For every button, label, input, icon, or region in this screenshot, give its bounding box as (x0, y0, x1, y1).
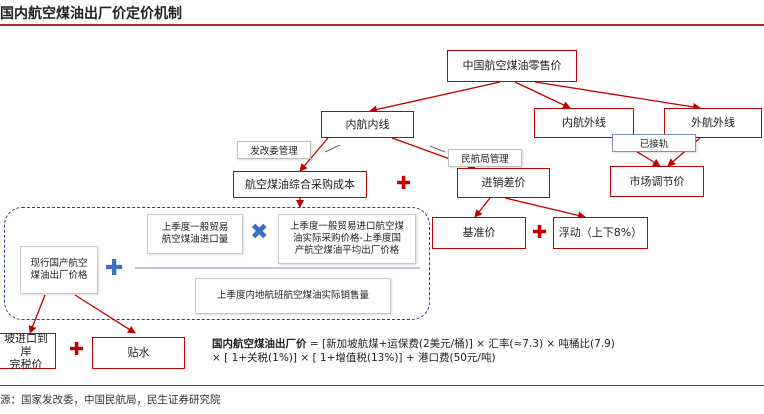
red-plus-icon: ✚ (396, 173, 412, 194)
page-title: 国内航空煤油出厂价定价机制 (0, 6, 182, 22)
node-float: 浮动（上下8%） (553, 217, 648, 249)
cost-formula-region (4, 207, 430, 320)
node-domestic-intl: 内航外线 (534, 108, 634, 138)
formula-label: 国内航空煤油出厂价 (212, 338, 307, 350)
formula-line-1: = [新加坡航煤+运保费(2美元/桶)] × 汇率(≈7.3) × 吨桶比(7.… (306, 338, 615, 350)
tag-ndrc: 发改委管理 (237, 141, 311, 159)
node-purchase-cost: 航空煤油综合采购成本 (233, 171, 367, 198)
tag-linked: 已接轨 (612, 134, 696, 152)
node-retail-price: 中国航空煤油零售价 (447, 50, 577, 82)
edge-ndrc-tag (324, 144, 341, 153)
edge-domestic-cost (299, 137, 329, 172)
blue-times-icon: ✖ (250, 220, 269, 245)
blue-plus-icon: ✚ (105, 256, 124, 281)
node-import-landed-price: 坡进口到岸 完税价 (0, 332, 56, 371)
edge-caac-tag (429, 145, 446, 153)
formula-line-2: × [ 1+关税(1%)] × [ 1+增值税(13%)] + 港口费(50元/… (212, 352, 496, 364)
node-market-price: 市场调节价 (610, 166, 704, 197)
edge-factory-subsidy (74, 294, 136, 334)
edge-diff-float (504, 197, 586, 220)
inner-last-quarter-import-volume: 上季度一般贸易 航空煤油进口量 (147, 214, 243, 254)
tag-caac: 民航局管理 (448, 149, 522, 167)
edge-diff-base (474, 197, 491, 218)
inner-last-quarter-price-diff: 上季度一般贸易进口航空煤 油实际采购价格-上季度国 产航空煤油平均出厂价格 (278, 214, 416, 264)
source-rule (0, 385, 764, 386)
edge-retail-domestic-intl (514, 81, 571, 109)
edge-retail-foreign-intl (534, 81, 701, 111)
edge-factory-import (28, 294, 46, 334)
red-plus-icon-3: ✚ (69, 339, 85, 360)
node-subsidy: 贴水 (92, 337, 185, 369)
node-sales-diff: 进销差价 (457, 168, 550, 198)
node-foreign-intl: 外航外线 (664, 108, 762, 138)
inner-last-quarter-sales-volume: 上季度内地航班航空煤油实际销售量 (195, 278, 391, 314)
node-base-price: 基准价 (432, 217, 526, 249)
title-rule (0, 24, 764, 26)
pricing-formula: 国内航空煤油出厂价 = [新加坡航煤+运保费(2美元/桶)] × 汇率(≈7.3… (212, 337, 615, 365)
inner-domestic-factory-price: 现行国产航空 煤油出厂价格 (20, 246, 98, 294)
red-plus-icon-2: ✚ (532, 222, 548, 243)
edge-retail-domestic (369, 81, 501, 114)
node-domestic-route: 内航内线 (321, 111, 414, 138)
source-note: 源：国家发改委，中国民航局，民生证券研究院 (0, 394, 221, 406)
